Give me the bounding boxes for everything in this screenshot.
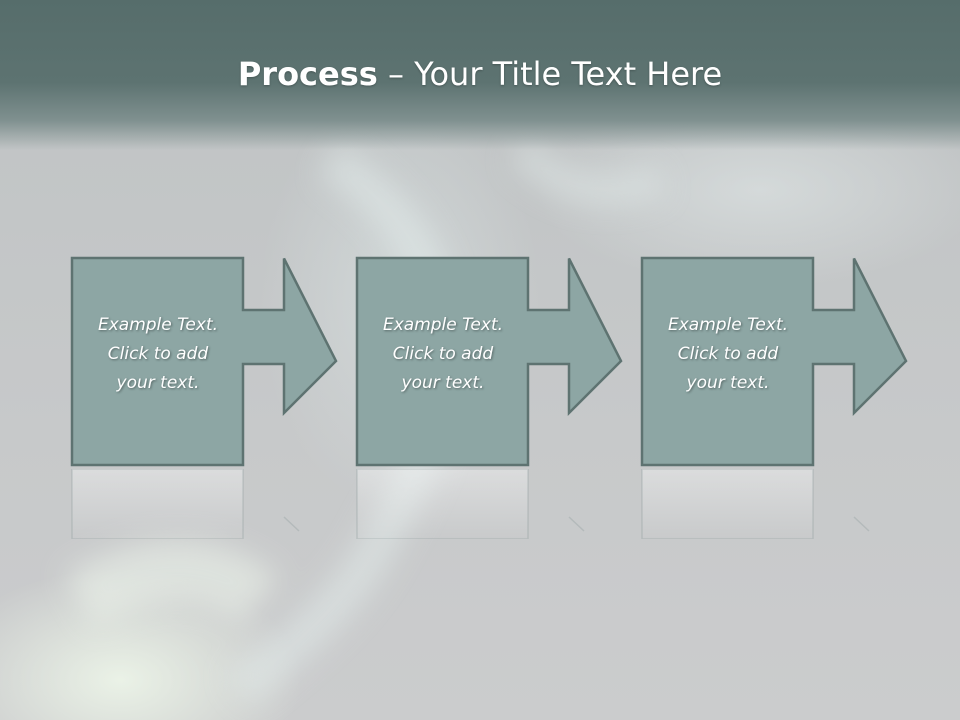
step-text-line: your text.: [116, 373, 200, 393]
step-text-line: Click to add: [677, 344, 779, 364]
process-step-2[interactable]: Example Text. Click to add your text.: [355, 256, 626, 539]
page-title: Process – Your Title Text Here: [0, 52, 960, 96]
step-reflection: [71, 469, 300, 539]
step-reflection: [356, 469, 585, 539]
step-text[interactable]: Example Text. Click to add your text.: [75, 311, 241, 398]
step-text-line: Click to add: [392, 344, 494, 364]
title-rest: – Your Title Text Here: [377, 55, 723, 93]
arrow-box-shape: [70, 256, 338, 467]
step-text-line: your text.: [686, 373, 770, 393]
arrow-box-shape: [640, 256, 908, 467]
process-step-1[interactable]: Example Text. Click to add your text.: [70, 256, 341, 539]
step-text-line: Example Text.: [382, 315, 504, 335]
step-text-line: Click to add: [107, 344, 209, 364]
header-band: [0, 0, 960, 150]
arrow-box-shape: [355, 256, 623, 467]
step-text-line: Example Text.: [97, 315, 219, 335]
process-step-3[interactable]: Example Text. Click to add your text.: [640, 256, 911, 539]
step-text-line: your text.: [401, 373, 485, 393]
step-reflection: [641, 469, 870, 539]
step-text[interactable]: Example Text. Click to add your text.: [360, 311, 526, 398]
step-text-line: Example Text.: [667, 315, 789, 335]
title-strong: Process: [237, 55, 378, 93]
step-text[interactable]: Example Text. Click to add your text.: [645, 311, 811, 398]
